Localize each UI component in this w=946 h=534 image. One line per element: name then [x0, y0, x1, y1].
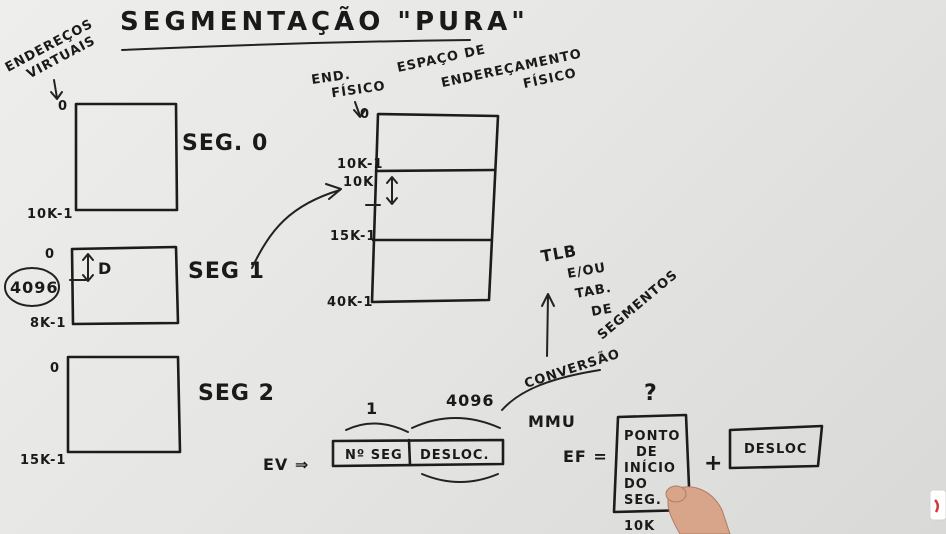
seg1-to-physical-arrow: [251, 183, 342, 269]
marked-address: 4096: [10, 278, 59, 297]
svg-text:15K-1: 15K-1: [20, 453, 66, 468]
virtual-address-prefix: EV ⇒: [263, 455, 309, 474]
svg-text:10K-1: 10K-1: [27, 207, 73, 222]
tlb-note: TLB E/OU TAB. DE SEGMENTOS: [539, 241, 681, 343]
offset-box-label: DESLOC: [744, 442, 807, 457]
hand-image: [665, 485, 731, 534]
offset-d-label: D: [98, 259, 112, 278]
svg-text:END.: END.: [310, 68, 351, 88]
physical-header: ESPAÇO DE ENDEREÇAMENTO FÍSICO: [396, 42, 584, 92]
svg-text:FÍSICO: FÍSICO: [330, 78, 386, 101]
offset-field: DESLOC.: [420, 448, 489, 463]
physical-address: EF = ? PONTO DE INÍCIO DO SEG. 10K + DES…: [563, 381, 824, 534]
tlb-arrow: [541, 293, 555, 357]
svg-text:0: 0: [50, 361, 60, 376]
svg-text:E/OU: E/OU: [566, 260, 607, 282]
base-value: ?: [644, 381, 658, 406]
segment-number-field: Nº SEG: [345, 448, 403, 463]
segment-0: 0 10K-1 SEG. 0: [27, 99, 268, 222]
segment-1: 0 D 4096 8K-1 SEG 1: [4, 245, 265, 331]
svg-text:DE: DE: [636, 445, 658, 460]
base-below-value: 10K: [624, 519, 655, 534]
offset-value: 4096: [446, 391, 495, 410]
virtual-address: EV ⇒ 1 4096 Nº SEG DESLOC.: [263, 391, 505, 483]
svg-text:10K-1: 10K-1: [337, 157, 383, 172]
board-title: SEGMENTAÇÃO "PURA": [120, 5, 529, 37]
svg-text:TAB.: TAB.: [574, 281, 613, 302]
svg-text:PONTO: PONTO: [624, 429, 680, 444]
title-underline: [121, 39, 471, 51]
svg-text:40K-1: 40K-1: [327, 295, 373, 310]
segment-number-value: 1: [366, 399, 378, 418]
plus-sign: +: [704, 451, 723, 476]
physical-end-label: END. FÍSICO: [310, 68, 386, 102]
svg-text:DO: DO: [624, 477, 648, 492]
svg-text:0: 0: [360, 107, 370, 122]
svg-text:8K-1: 8K-1: [30, 316, 66, 331]
svg-text:0: 0: [45, 247, 55, 262]
virtual-header-arrow: [50, 79, 63, 100]
physical-memory: 0 10K-1 10K 15K-1 40K-1: [327, 107, 500, 310]
conversion-label: CONVERSÃO: [522, 346, 622, 392]
virtual-header: ENDEREÇOS VIRTUAIS: [3, 17, 98, 83]
mmu-label: MMU: [528, 412, 576, 431]
segment-1-label: SEG 1: [188, 259, 265, 284]
svg-text:INÍCIO: INÍCIO: [624, 460, 676, 476]
svg-text:DE: DE: [590, 301, 614, 320]
svg-text:10K: 10K: [343, 175, 374, 190]
svg-text:0: 0: [58, 99, 68, 114]
segment-2: 0 15K-1 SEG 2: [20, 355, 275, 468]
segment-2-label: SEG 2: [198, 381, 275, 406]
svg-text:15K-1: 15K-1: [330, 229, 376, 244]
svg-text:TLB: TLB: [539, 241, 578, 266]
physical-address-prefix: EF =: [563, 447, 608, 466]
segment-0-label: SEG. 0: [182, 131, 268, 156]
svg-text:SEG.: SEG.: [624, 493, 662, 508]
